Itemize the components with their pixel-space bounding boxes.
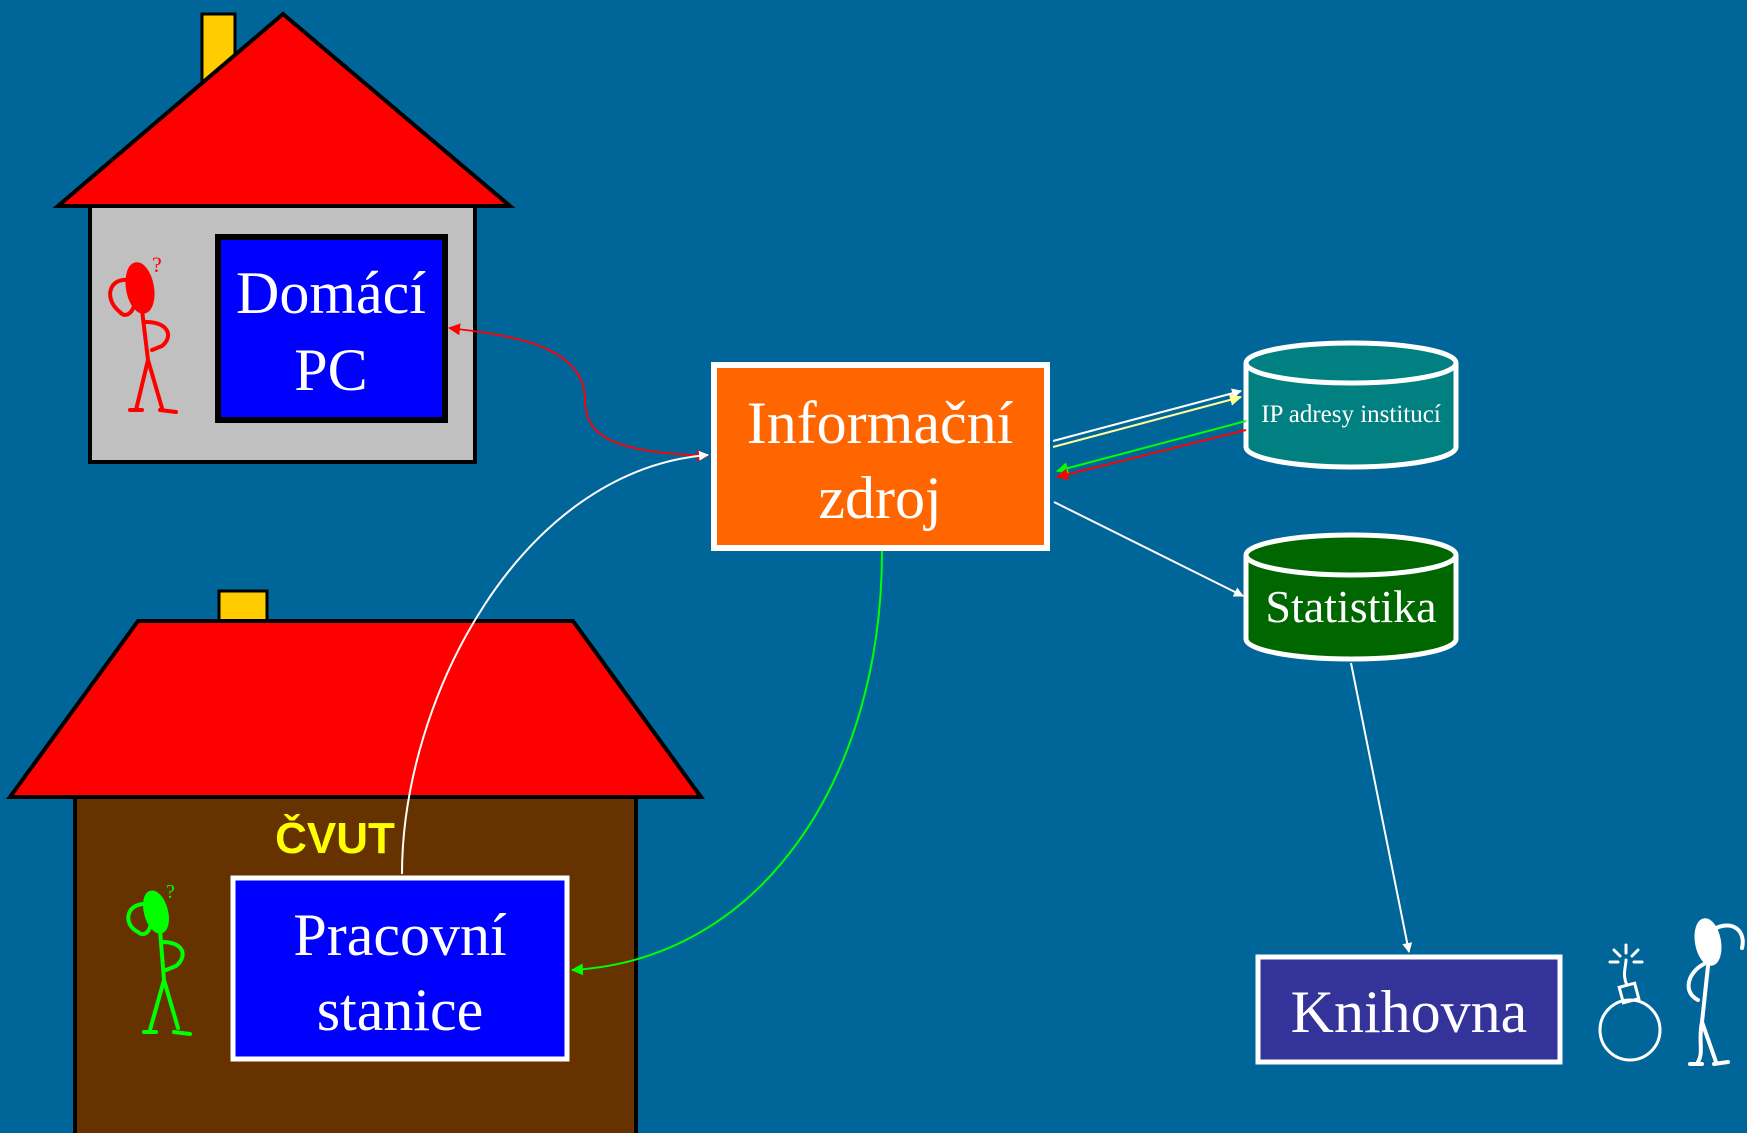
home-roof xyxy=(52,11,516,208)
cvut-label: ČVUT xyxy=(275,812,395,863)
arrow-source-home xyxy=(448,323,709,462)
workstation-box[interactable] xyxy=(230,875,570,1062)
arrow-workstation-source xyxy=(401,450,709,875)
source-node[interactable]: Informační zdroj xyxy=(711,362,1050,551)
thinking-person-icon xyxy=(1686,918,1745,1066)
stats-database[interactable]: Statistika xyxy=(1243,532,1459,662)
arrow-stats-library xyxy=(1350,662,1413,953)
ip-db-top xyxy=(1243,340,1459,386)
stats-db-label: Statistika xyxy=(1265,581,1436,632)
home-pc-label-line1: Domácí xyxy=(236,260,426,326)
ip-db-label: IP adresy institucí xyxy=(1261,401,1441,428)
arrow-source-ip-yellow xyxy=(1052,394,1242,448)
home-pc-label-line2: PC xyxy=(294,337,367,403)
home-house: Domácí PC xyxy=(52,11,516,464)
library-box[interactable] xyxy=(1255,954,1563,1065)
confused-person-icon: ? xyxy=(126,881,192,1036)
arrow-ip-source-red xyxy=(1056,429,1247,481)
home-pc-box[interactable] xyxy=(215,234,448,423)
arrow-ip-source-green xyxy=(1056,420,1247,474)
arrow-source-ip-white xyxy=(1052,388,1242,442)
arrow-source-stats xyxy=(1053,501,1244,597)
source-label-line1: Informační xyxy=(747,390,1014,456)
source-box[interactable] xyxy=(711,362,1050,551)
confused-person-icon: ? xyxy=(108,252,178,414)
workstation-label-line2: stanice xyxy=(317,977,484,1043)
stats-db-top xyxy=(1243,532,1459,578)
bomb-icon xyxy=(1598,943,1662,1062)
svg-text:?: ? xyxy=(166,881,175,903)
arrow-source-workstation xyxy=(571,550,883,976)
stats-db-body xyxy=(1243,555,1459,662)
workstation-label-line1: Pracovní xyxy=(293,902,507,968)
library-node[interactable]: Knihovna xyxy=(1255,954,1563,1065)
connectors xyxy=(401,323,1413,976)
ip-database[interactable]: IP adresy institucí xyxy=(1243,340,1459,470)
source-label-line2: zdroj xyxy=(818,465,941,531)
svg-text:?: ? xyxy=(152,252,162,277)
work-house: ČVUT Pracovní stanice xyxy=(6,589,705,1133)
ip-db-body xyxy=(1243,363,1459,470)
work-roof xyxy=(6,619,705,799)
library-label: Knihovna xyxy=(1291,979,1528,1045)
